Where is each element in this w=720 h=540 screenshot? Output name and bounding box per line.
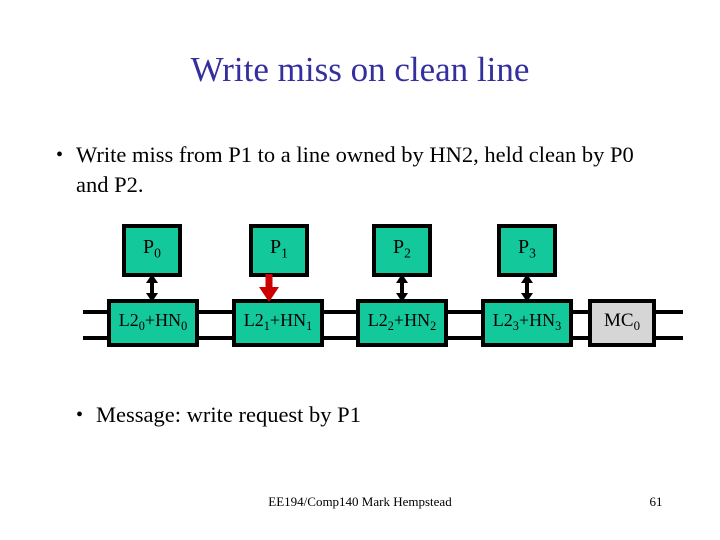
bullet-text: Write miss from P1 to a line owned by HN…	[76, 142, 634, 197]
memory-controller-label: MC0	[603, 309, 641, 334]
bullet-item-write-miss: • Write miss from P1 to a line owned by …	[56, 140, 656, 200]
cache-label-l2-2: L22+HN2	[367, 309, 437, 333]
cache-node-l2-3[interactable]: L23+HN3	[481, 299, 573, 347]
cache-node-l2-0[interactable]: L20+HN0	[107, 299, 199, 347]
cache-label-l2-0: L20+HN0	[118, 309, 188, 333]
cache-node-l2-1[interactable]: L21+HN1	[232, 299, 324, 347]
processor-label-p3: P3	[518, 236, 536, 261]
processor-node-p0[interactable]: P0	[122, 224, 182, 277]
cache-label-l2-3: L23+HN3	[492, 309, 562, 333]
footer-credit: EE194/Comp140 Mark Hempstead	[268, 494, 452, 509]
bullet-marker-icon: •	[76, 404, 84, 426]
processor-node-p2[interactable]: P2	[372, 224, 432, 277]
cache-label-l2-1: L21+HN1	[243, 309, 313, 333]
processor-node-p1[interactable]: P1	[249, 224, 309, 277]
bullet-marker-icon: •	[56, 144, 64, 166]
connector-arrow-p1-active	[259, 274, 279, 302]
page-number: 61	[649, 494, 663, 509]
bullet-item-message: • Message: write request by P1	[76, 400, 636, 430]
connector-arrow-p3	[521, 274, 533, 302]
connector-arrow-p0	[146, 274, 158, 302]
processor-node-p3[interactable]: P3	[497, 224, 557, 277]
cache-node-l2-2[interactable]: L22+HN2	[356, 299, 448, 347]
processor-label-p0: P0	[143, 236, 161, 261]
memory-controller-node-mc0[interactable]: MC0	[588, 299, 656, 347]
connector-arrow-p2	[396, 274, 408, 302]
processor-label-p2: P2	[393, 236, 411, 261]
processor-label-p1: P1	[270, 236, 288, 261]
page-title: Write miss on clean line	[190, 50, 530, 89]
bullet-text: Message: write request by P1	[96, 402, 361, 427]
